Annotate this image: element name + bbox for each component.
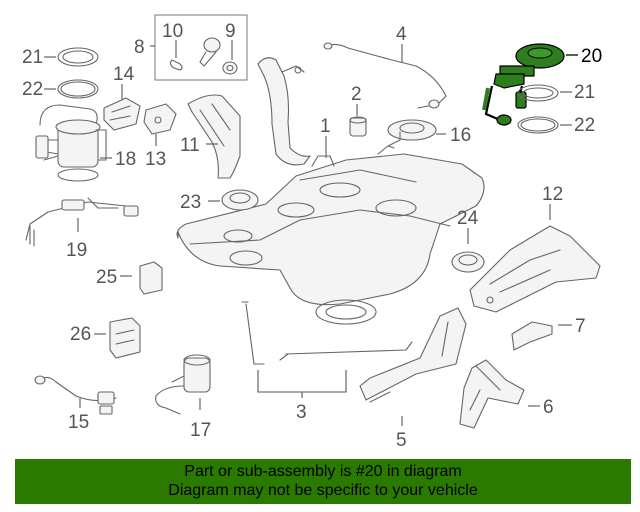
callout-17: 17 [190,420,211,441]
callout-6: 6 [543,397,554,418]
callout-23: 23 [180,192,201,213]
banner-line-2: Diagram may not be specific to your vehi… [168,482,478,499]
callout-22-right: 22 [574,115,595,136]
part-3-straps [241,301,413,365]
callout-8: 8 [134,37,145,58]
callout-7: 7 [575,316,586,337]
callout-21-left: 21 [22,47,43,68]
part-9-cap [199,37,238,75]
callout-14: 14 [113,64,135,85]
part-20-fuel-pump-module [482,43,565,126]
part-22-seal-right [517,116,559,134]
callout-9: 9 [225,21,236,42]
callout-1: 1 [320,116,331,137]
part-12-heat-shield [469,225,601,313]
part-17-fuel-filter [155,354,211,415]
part-16-valve [377,119,437,155]
part-10-clip [169,40,183,71]
callout-12: 12 [542,184,563,205]
callout-21-right: 21 [574,82,595,103]
part-18-pump-assembly [35,104,107,182]
part-13-bracket [143,103,177,135]
callout-24: 24 [457,208,479,229]
callout-13: 13 [145,149,166,170]
part-21-ring-right [517,84,559,102]
part-5-strap [359,307,467,403]
part-25-module [139,261,163,295]
group-box-8 [154,14,248,81]
part-26-control-unit [109,317,141,359]
callout-4: 4 [396,24,407,45]
part-4-vent-line [323,42,447,109]
callout-2: 2 [351,84,362,105]
part-15-wire-harness [34,375,117,415]
callout-11: 11 [180,135,200,156]
part-21-ring-left [57,47,99,67]
filler-neck [257,57,311,166]
callout-15: 15 [68,412,89,433]
callout-22-left: 22 [22,79,43,100]
callout-25: 25 [96,267,117,288]
part-22-seal-left [57,79,99,99]
part-19-sender-arm [25,197,139,247]
part-23-lock-ring [221,189,259,211]
part-24-ring [451,251,485,273]
callout-18: 18 [115,149,136,170]
part-11-heat-shield [187,94,241,179]
part-6-strap [459,359,525,429]
callout-10: 10 [162,21,183,42]
callout-5: 5 [396,430,407,451]
part-2-valve [349,116,367,137]
part-14-bracket [103,97,141,131]
parts-diagram: 8 10 9 21 22 18 14 [22,14,602,451]
part-7-bracket [511,321,553,351]
callout-19: 19 [66,240,87,261]
info-banner: Part or sub-assembly is #20 in diagram D… [15,459,631,504]
callout-20: 20 [581,46,602,67]
callout-16: 16 [450,125,471,146]
part-1-fuel-tank [176,153,485,325]
callout-26: 26 [70,324,91,345]
callout-3: 3 [296,402,307,423]
banner-line-1: Part or sub-assembly is #20 in diagram [184,463,462,480]
